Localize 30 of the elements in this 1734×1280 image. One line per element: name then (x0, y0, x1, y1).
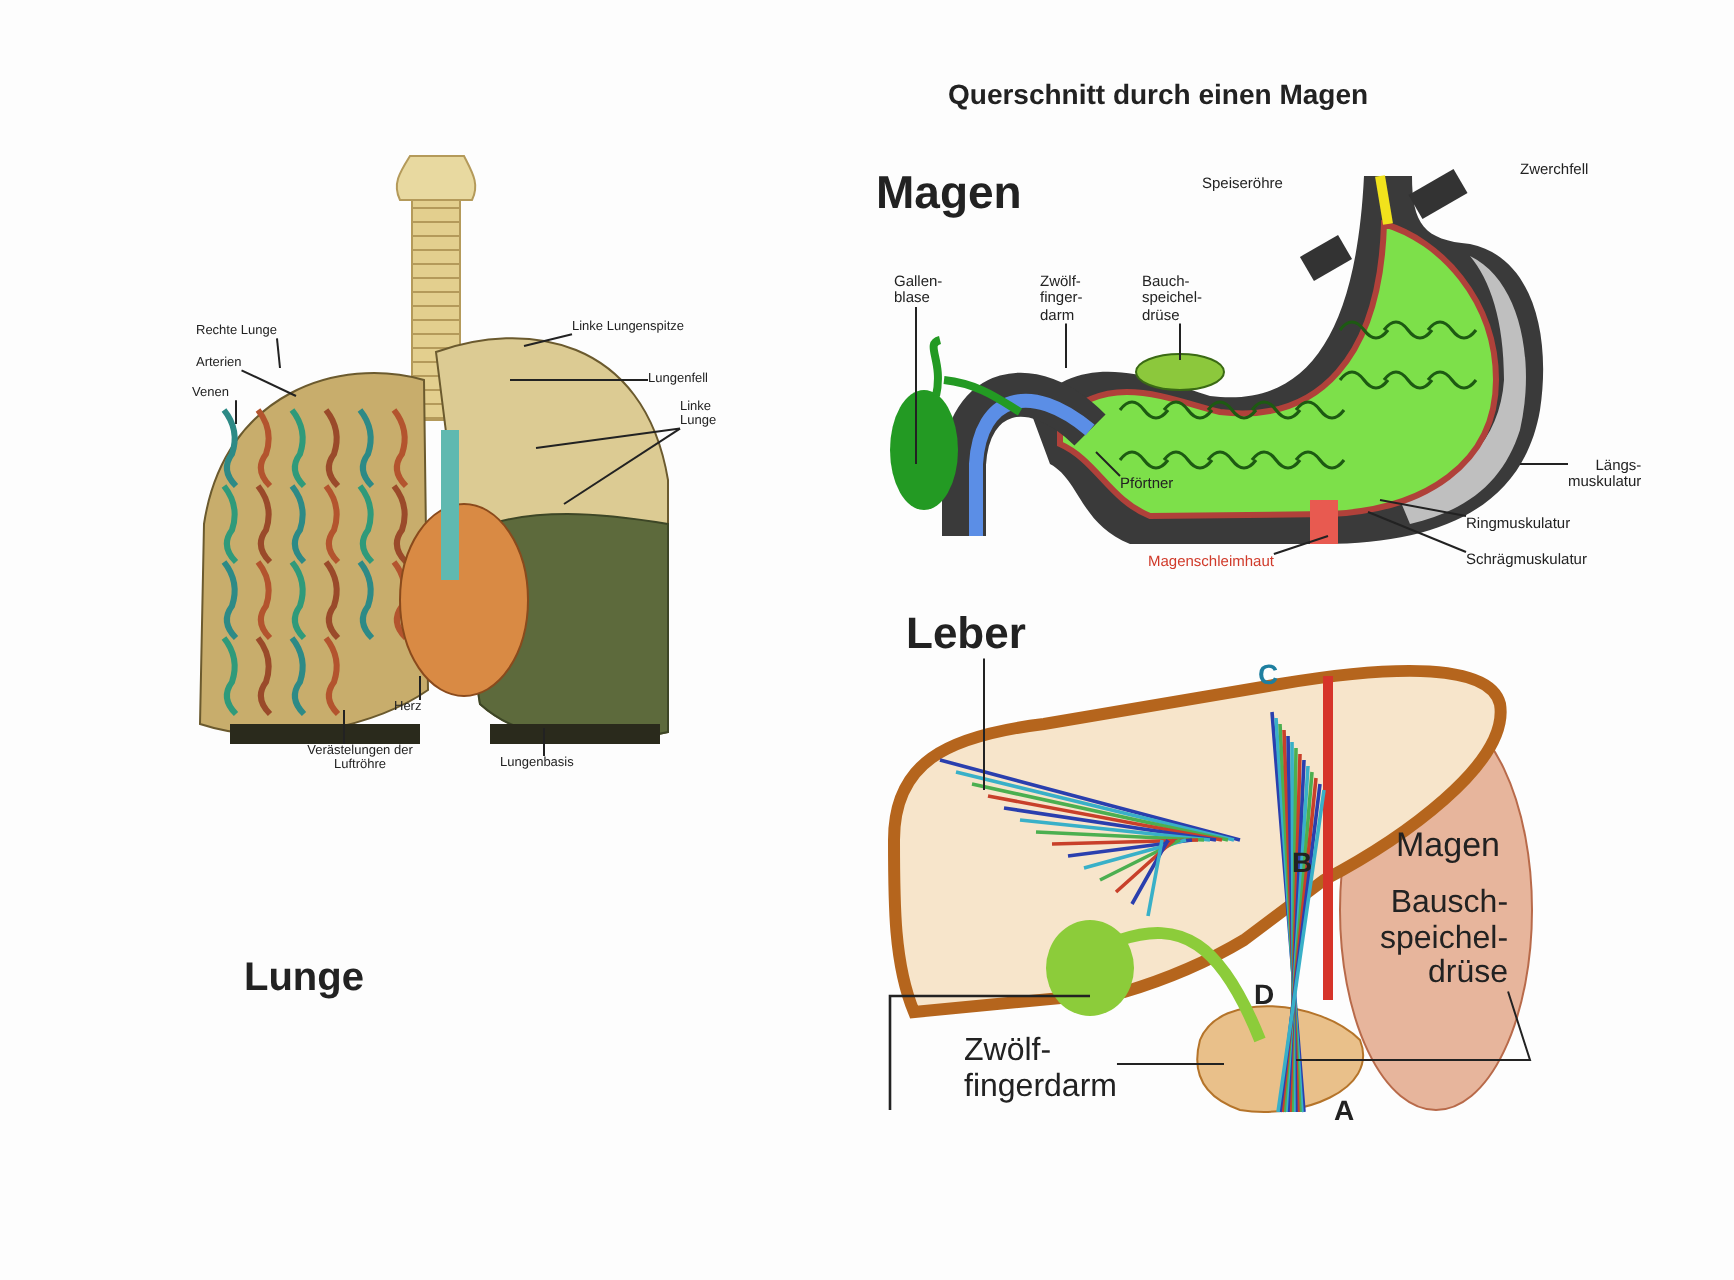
letter-marker: A (1334, 1096, 1355, 1127)
leader-line (563, 427, 681, 505)
leader-line (1295, 990, 1532, 1061)
leader-line (1519, 463, 1569, 465)
part-label: Bausch- speichel- drüse (1380, 886, 1509, 992)
leader-line (983, 657, 985, 791)
leader-line (240, 369, 297, 397)
leader-line (1272, 535, 1329, 555)
diagram-title: Querschnitt durch einen Magen (948, 80, 1369, 111)
leader-line (535, 427, 681, 449)
leader-line (343, 709, 345, 745)
leader-line (1379, 499, 1467, 517)
leader-line (1179, 322, 1181, 361)
leader-line (1367, 511, 1467, 553)
leader-line (543, 727, 545, 757)
section-heading: Magen (876, 168, 1022, 219)
section-heading: Leber (906, 610, 1026, 659)
leader-line (1095, 451, 1121, 477)
part-label: Zwölf- fingerdarm (964, 1034, 1117, 1105)
letter-marker: B (1292, 848, 1313, 879)
leader-line (275, 337, 281, 369)
part-label: Magen (1396, 828, 1500, 866)
letter-marker: D (1254, 980, 1275, 1011)
leader-line (1065, 322, 1067, 369)
section-heading: Lunge (244, 956, 364, 1000)
leader-line (523, 333, 573, 347)
leader-line (419, 675, 421, 701)
leader-line (915, 306, 917, 465)
leader-line (1115, 1063, 1225, 1065)
leader-line (235, 399, 237, 425)
